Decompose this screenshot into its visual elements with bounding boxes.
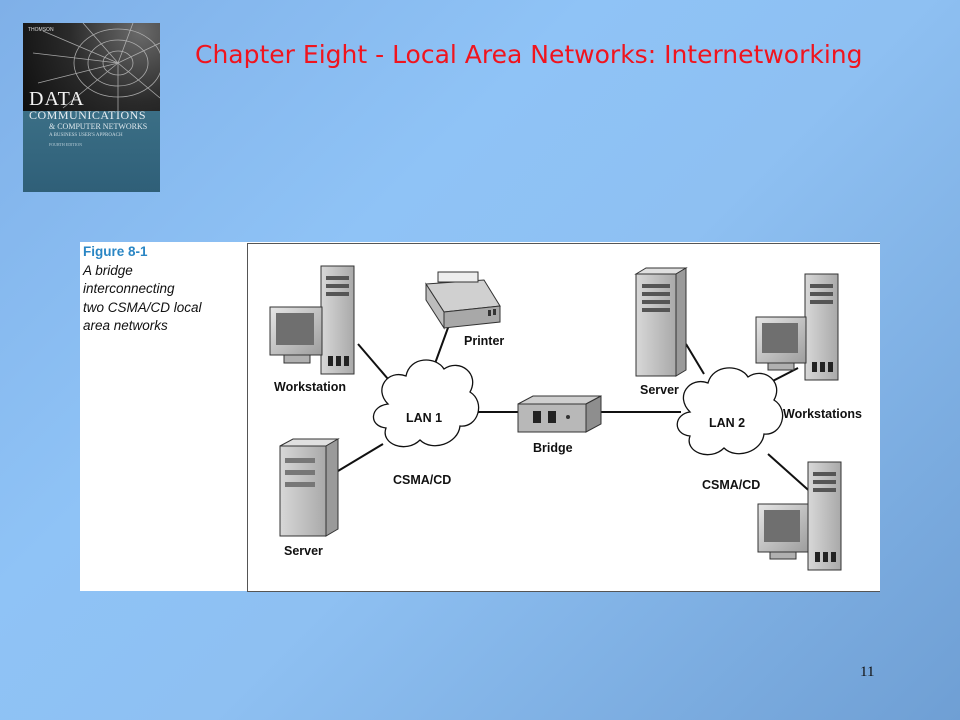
book-cover: THOMSON DATA COMMUNICATIONS & COMPUTER N… xyxy=(23,23,160,192)
printer-label: Printer xyxy=(464,334,504,348)
lan2-label: LAN 2 xyxy=(709,416,745,430)
network-diagram-svg: Workstation Printer LAN 1 CSMA/CD Server xyxy=(269,265,862,571)
cover-photo xyxy=(23,23,160,111)
satellite-dish-graphic xyxy=(32,23,160,111)
workstation-right-bottom xyxy=(757,461,842,571)
workstation-label: Workstation xyxy=(274,380,346,394)
caption-line: area networks xyxy=(83,318,168,333)
bridge-device-icon xyxy=(517,395,602,433)
lan1-label: LAN 1 xyxy=(406,411,442,425)
cover-band xyxy=(23,111,160,192)
caption-line: two CSMA/CD local xyxy=(83,299,202,315)
server-right-icon xyxy=(634,267,688,377)
cover-title-line2: COMMUNICATIONS xyxy=(29,108,147,122)
caption-line: A bridge xyxy=(83,262,133,278)
page-number: 11 xyxy=(860,664,875,680)
printer-icon xyxy=(425,271,501,330)
cover-brand: THOMSON xyxy=(28,27,54,33)
figure-number: Figure 8-1 xyxy=(83,244,148,259)
lan2-protocol-label: CSMA/CD xyxy=(702,478,760,492)
lan1-cloud xyxy=(372,359,480,448)
lan2-cloud xyxy=(676,367,784,456)
server-left-label: Server xyxy=(284,544,323,558)
cover-subtitle: A BUSINESS USER'S APPROACH xyxy=(49,133,123,138)
bridge-label: Bridge xyxy=(533,441,573,455)
network-diagram: Workstation Printer LAN 1 CSMA/CD Server xyxy=(247,243,880,592)
cover-edition: FOURTH EDITION xyxy=(49,142,82,147)
server-left-icon xyxy=(279,438,340,537)
cover-title-line3: & COMPUTER NETWORKS xyxy=(49,122,148,131)
server-right-label: Server xyxy=(640,383,679,397)
workstation-right-top xyxy=(755,273,839,381)
workstations-label: Workstations xyxy=(783,407,862,421)
caption-line: interconnecting xyxy=(83,281,175,296)
workstation-computer xyxy=(269,265,355,375)
cover-title-line1: DATA xyxy=(29,88,85,110)
slide-title: Chapter Eight - Local Area Networks: Int… xyxy=(195,40,863,69)
figure-caption: Figure 8-1 A bridge interconnecting two … xyxy=(83,243,243,336)
lan1-protocol-label: CSMA/CD xyxy=(393,473,451,487)
